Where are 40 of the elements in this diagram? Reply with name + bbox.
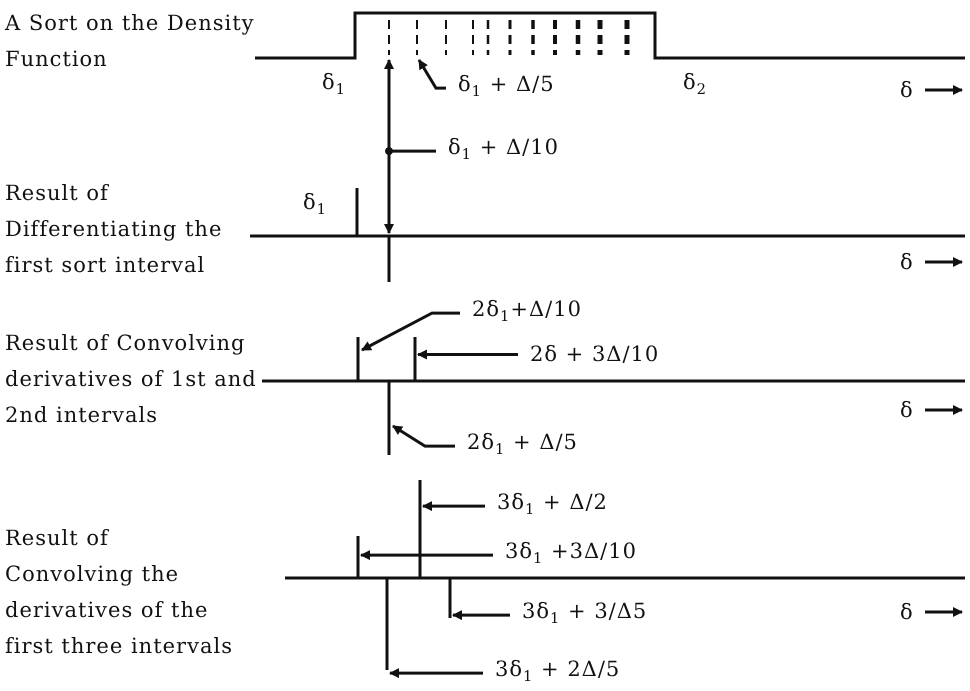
- tick-label: δ$_{1}$: [303, 189, 328, 220]
- leader-line: [360, 550, 493, 560]
- annotation-label: 3δ$_{1}$ + 3/Δ5: [522, 597, 648, 634]
- annotation-label: 2δ$_{1}$+Δ/10: [472, 295, 582, 332]
- row-title: Result of Convolving derivatives of 1st and 2nd intervals: [5, 330, 258, 429]
- leader-line: [389, 668, 483, 678]
- spike-line: [386, 578, 388, 670]
- spike-line: [356, 337, 360, 381]
- annotation-label: 3δ$_{1}$ + 2Δ/5: [495, 655, 620, 691]
- spike-line: [414, 337, 416, 381]
- leader-line: [385, 147, 436, 156]
- row-title: Result of Differentiating the first sort interval: [5, 180, 224, 279]
- row-title: A Sort on the Density Function: [5, 10, 256, 73]
- spike-line: [356, 536, 360, 578]
- annotation-label: δ$_{1}$ + Δ/10: [448, 133, 559, 170]
- annotation-label: 3δ$_{1}$ + Δ/2: [497, 488, 608, 524]
- leader-line: [422, 501, 485, 512]
- axis-label: δ: [900, 77, 914, 104]
- row-title: Result of Convolving the derivatives of the first three intervals: [5, 525, 234, 660]
- spike-line: [388, 381, 390, 455]
- double-arrow: [384, 59, 394, 234]
- annotation-label: 2δ$_{1}$ + Δ/5: [467, 428, 578, 464]
- leader-line: [417, 350, 518, 360]
- annotation-label: 2δ + 3Δ/10: [530, 340, 660, 369]
- leader-line: [361, 312, 460, 352]
- spike-line: [418, 480, 422, 578]
- tick-mark: [416, 20, 418, 55]
- annotation-label: δ$_{1}$ + Δ/5: [458, 70, 555, 106]
- tick-label: δ$_{2}$: [683, 69, 708, 100]
- tick-mark: [388, 20, 390, 55]
- leader-line: [418, 59, 446, 90]
- axis-label: δ: [900, 397, 914, 424]
- leader-line: [452, 610, 510, 620]
- spike-line: [388, 236, 390, 282]
- annotation-label: 3δ$_{1}$ +3Δ/10: [505, 537, 637, 574]
- axis-label: δ: [900, 599, 914, 626]
- tick-label: δ$_{1}$: [322, 69, 346, 100]
- leader-line: [392, 424, 455, 448]
- spike-line: [448, 578, 452, 618]
- axis-label: δ: [900, 249, 914, 276]
